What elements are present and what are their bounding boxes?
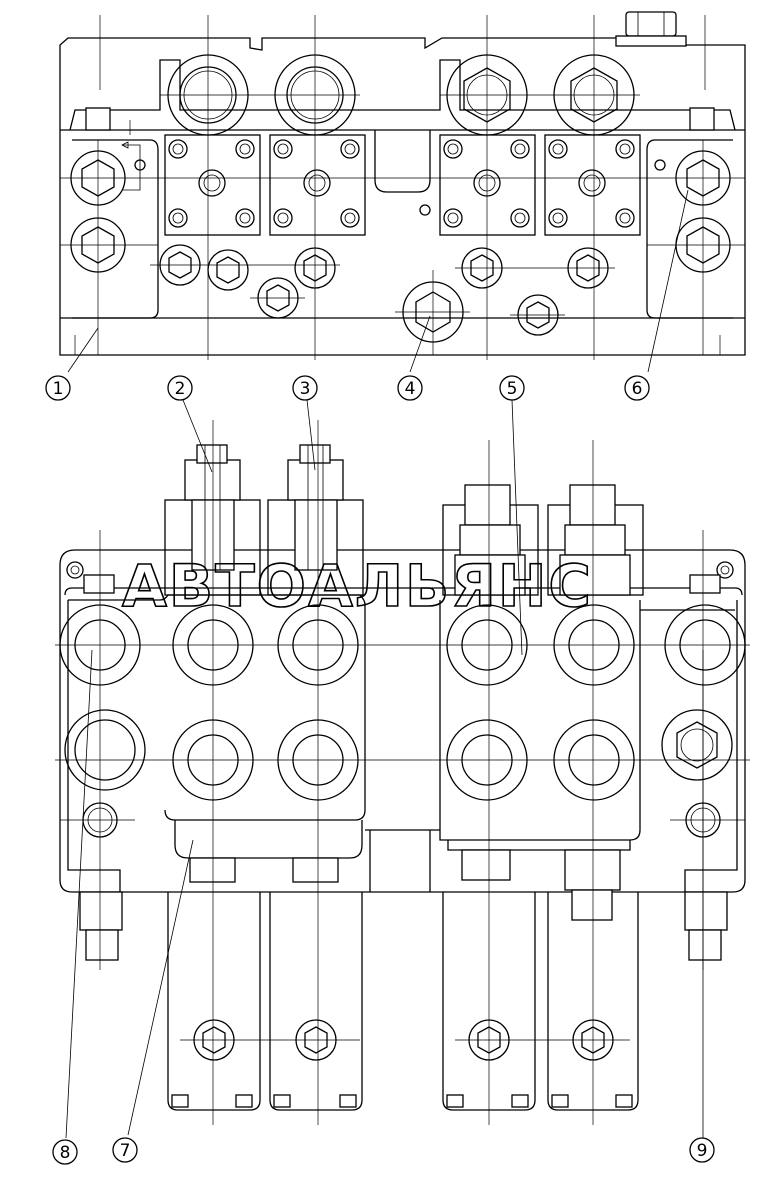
callout-5: 5 [499,375,525,401]
svg-text:2: 2 [175,379,186,399]
watermark-text: АВТОАЛЬЯНС [122,552,593,620]
callout-2: 2 [167,375,193,401]
bottom-centerlines [55,420,750,1125]
spool-housings [167,892,639,1111]
callout-9: 9 [689,1137,715,1163]
callout-4: 4 [397,375,423,401]
callout-3: 3 [292,375,318,401]
pilot-block-left [164,444,364,596]
svg-text:1: 1 [53,379,64,399]
svg-text:3: 3 [300,379,311,399]
pilot-block-right [442,484,644,596]
callout-1: 1 [45,375,71,401]
svg-text:4: 4 [405,379,416,399]
top-view [59,11,746,360]
callout-8: 8 [52,1139,78,1165]
svg-text:9: 9 [697,1141,708,1161]
svg-text:7: 7 [120,1141,131,1161]
callout-6: 6 [624,375,650,401]
svg-text:5: 5 [507,379,518,399]
svg-text:6: 6 [632,379,643,399]
bottom-view: АВТОАЛЬЯНС [55,420,750,1125]
bottom-ports [59,604,746,838]
top-lower-ports [159,244,609,343]
flange-plates [164,134,641,236]
bottom-nuts [79,849,728,961]
top-centerlines [60,15,745,360]
svg-text:8: 8 [60,1143,71,1163]
callouts: 1 2 3 4 5 6 7 8 9 [45,189,715,1165]
callout-7: 7 [112,1137,138,1163]
